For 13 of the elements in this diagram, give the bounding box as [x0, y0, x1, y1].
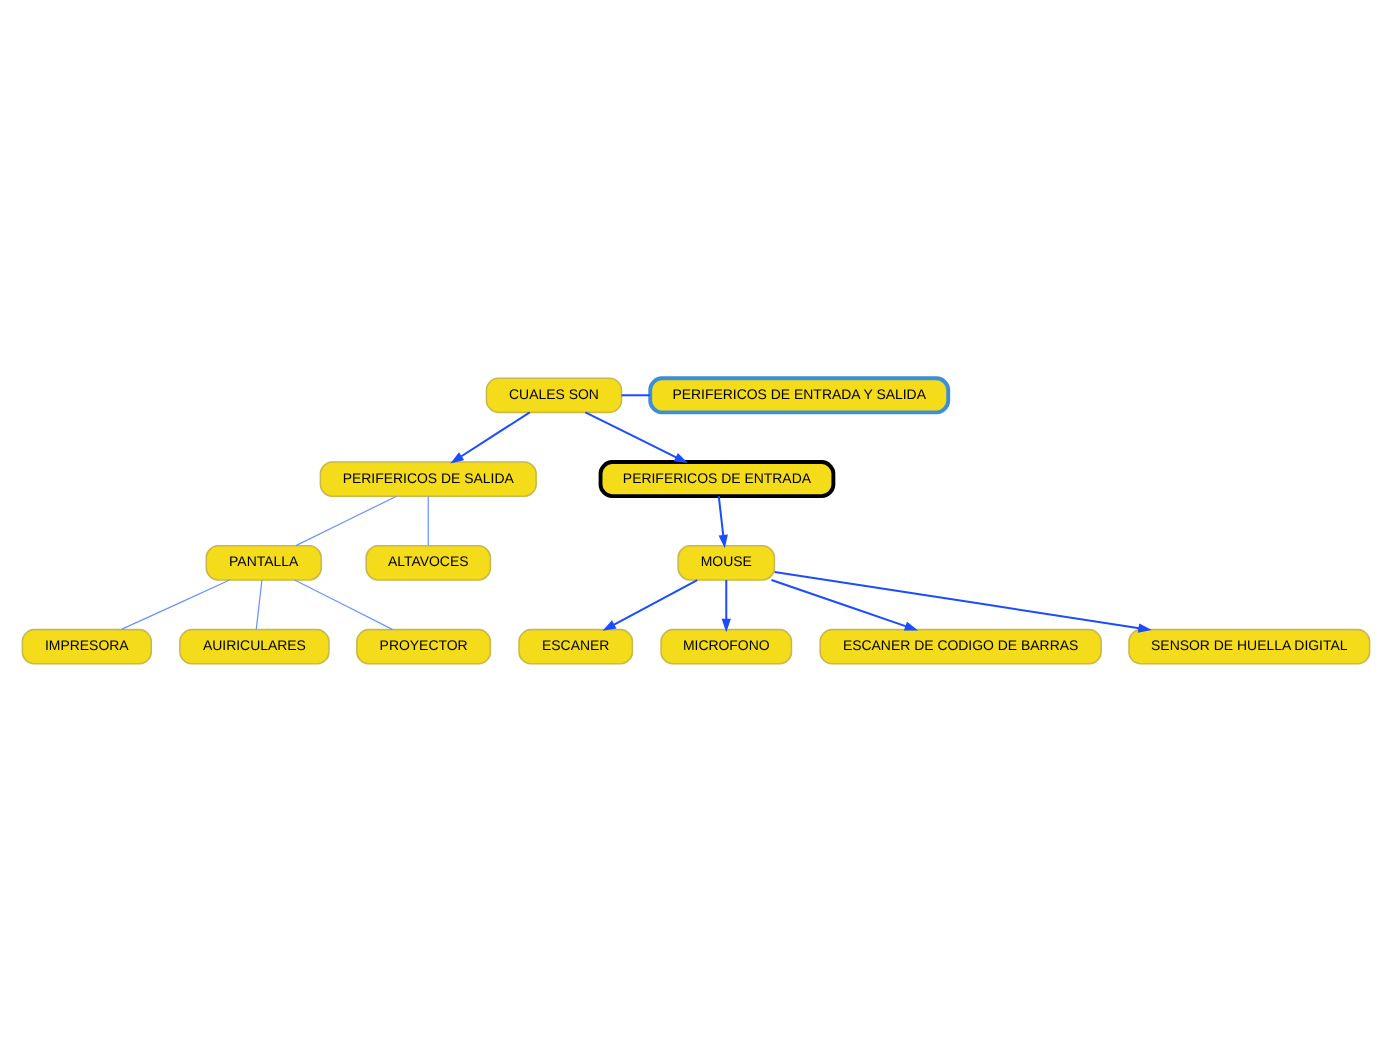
- arrow: [774, 569, 1152, 632]
- connector: [293, 578, 393, 629]
- arrow: [450, 410, 531, 463]
- connector: [255, 578, 263, 629]
- arrow: [721, 579, 731, 632]
- connector: [120, 578, 231, 629]
- connector: [621, 393, 650, 396]
- arrow: [584, 410, 688, 463]
- arrow: [602, 578, 698, 630]
- connector: [295, 494, 398, 546]
- arrow: [717, 495, 728, 548]
- arrow: [771, 578, 919, 630]
- connector: [427, 494, 429, 545]
